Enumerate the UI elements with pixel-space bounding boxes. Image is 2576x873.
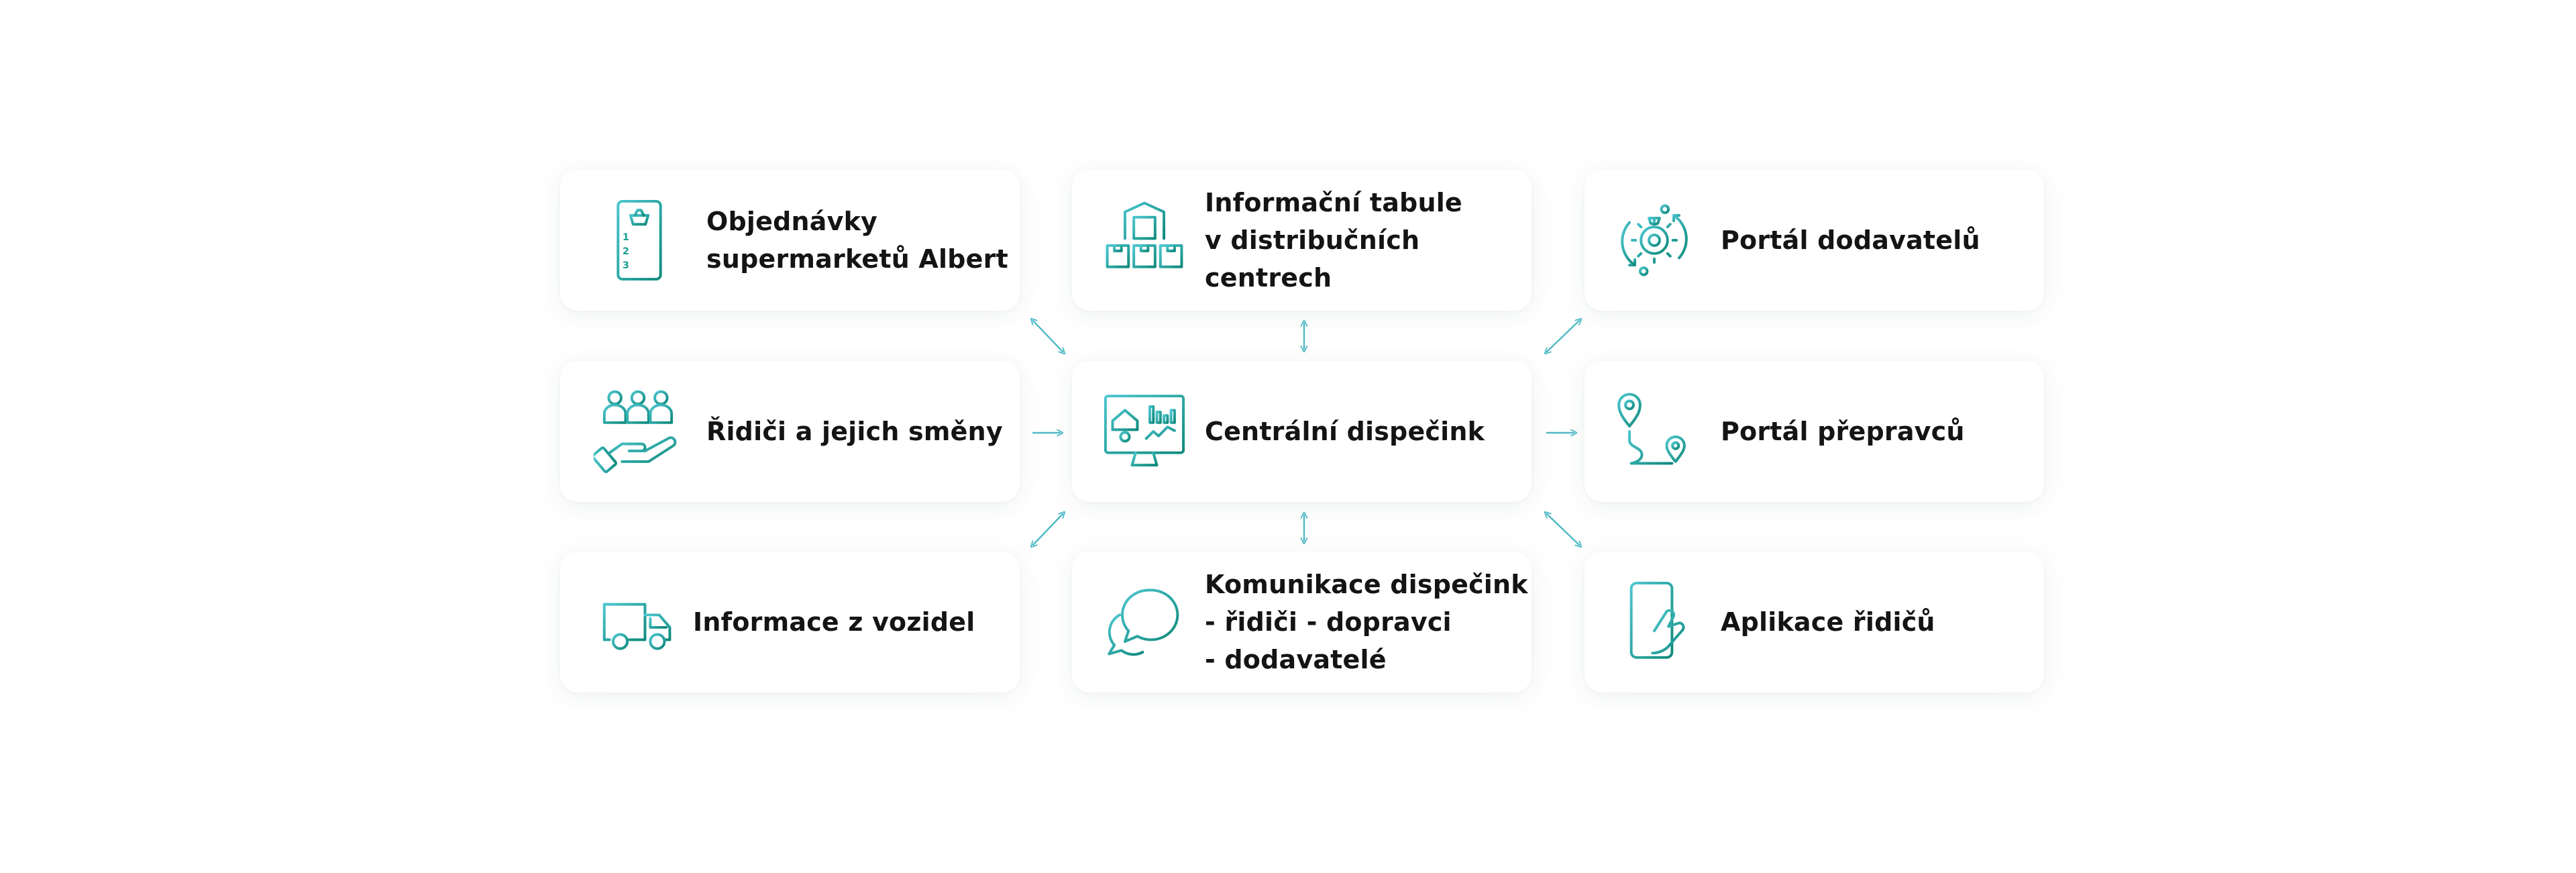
arrow-driverapp-dispatch <box>1547 514 1579 545</box>
people-hand-icon <box>594 387 682 476</box>
route-pin-icon <box>1610 387 1699 476</box>
arrow-suppliers-dispatch <box>1547 321 1579 352</box>
node-vehicles: Informace z vozidel <box>560 552 1020 692</box>
node-label: Informační tabule v distribučních centre… <box>1205 188 1462 293</box>
svg-text:3: 3 <box>623 260 629 271</box>
arrow-vehicles-dispatch <box>1033 514 1063 545</box>
svg-text:1: 1 <box>623 232 629 243</box>
node-driver-app: Aplikace řidičů <box>1585 552 2044 692</box>
gear-cycle-icon <box>1610 196 1699 285</box>
node-label: Portál dodavatelů <box>1721 225 1980 255</box>
node-drivers: Řidiči a jejich směny <box>560 361 1020 502</box>
phone-tap-icon <box>1610 578 1699 666</box>
node-label: Portál přepravců <box>1721 417 1965 446</box>
dashboard-monitor-icon <box>1100 387 1189 476</box>
node-label: Objednávky supermarketů Albert <box>706 207 1008 274</box>
arrow-orders-dispatch <box>1033 321 1063 352</box>
node-carriers-portal: Portál přepravců <box>1585 361 2044 502</box>
node-communication: Komunikace dispečink - řidiči - dopravci… <box>1072 552 1532 692</box>
svg-text:2: 2 <box>623 246 629 257</box>
node-suppliers-portal: Portál dodavatelů <box>1585 170 2044 311</box>
chat-bubbles-icon <box>1100 578 1189 666</box>
node-boards: Informační tabule v distribučních centre… <box>1072 170 1532 311</box>
node-label: Řidiči a jejich směny <box>706 417 1003 446</box>
delivery-truck-icon <box>588 578 677 666</box>
warehouse-icon <box>1100 196 1189 285</box>
node-label: Informace z vozidel <box>693 607 975 637</box>
node-dispatch: Centrální dispečink <box>1072 361 1532 502</box>
order-list-icon: 1 2 3 <box>595 196 684 285</box>
node-label: Centrální dispečink <box>1205 417 1485 446</box>
node-label: Aplikace řidičů <box>1721 607 1935 637</box>
node-orders: 1 2 3 Objednávky supermarketů Albert <box>560 170 1020 311</box>
node-label: Komunikace dispečink - řidiči - dopravci… <box>1205 570 1528 674</box>
